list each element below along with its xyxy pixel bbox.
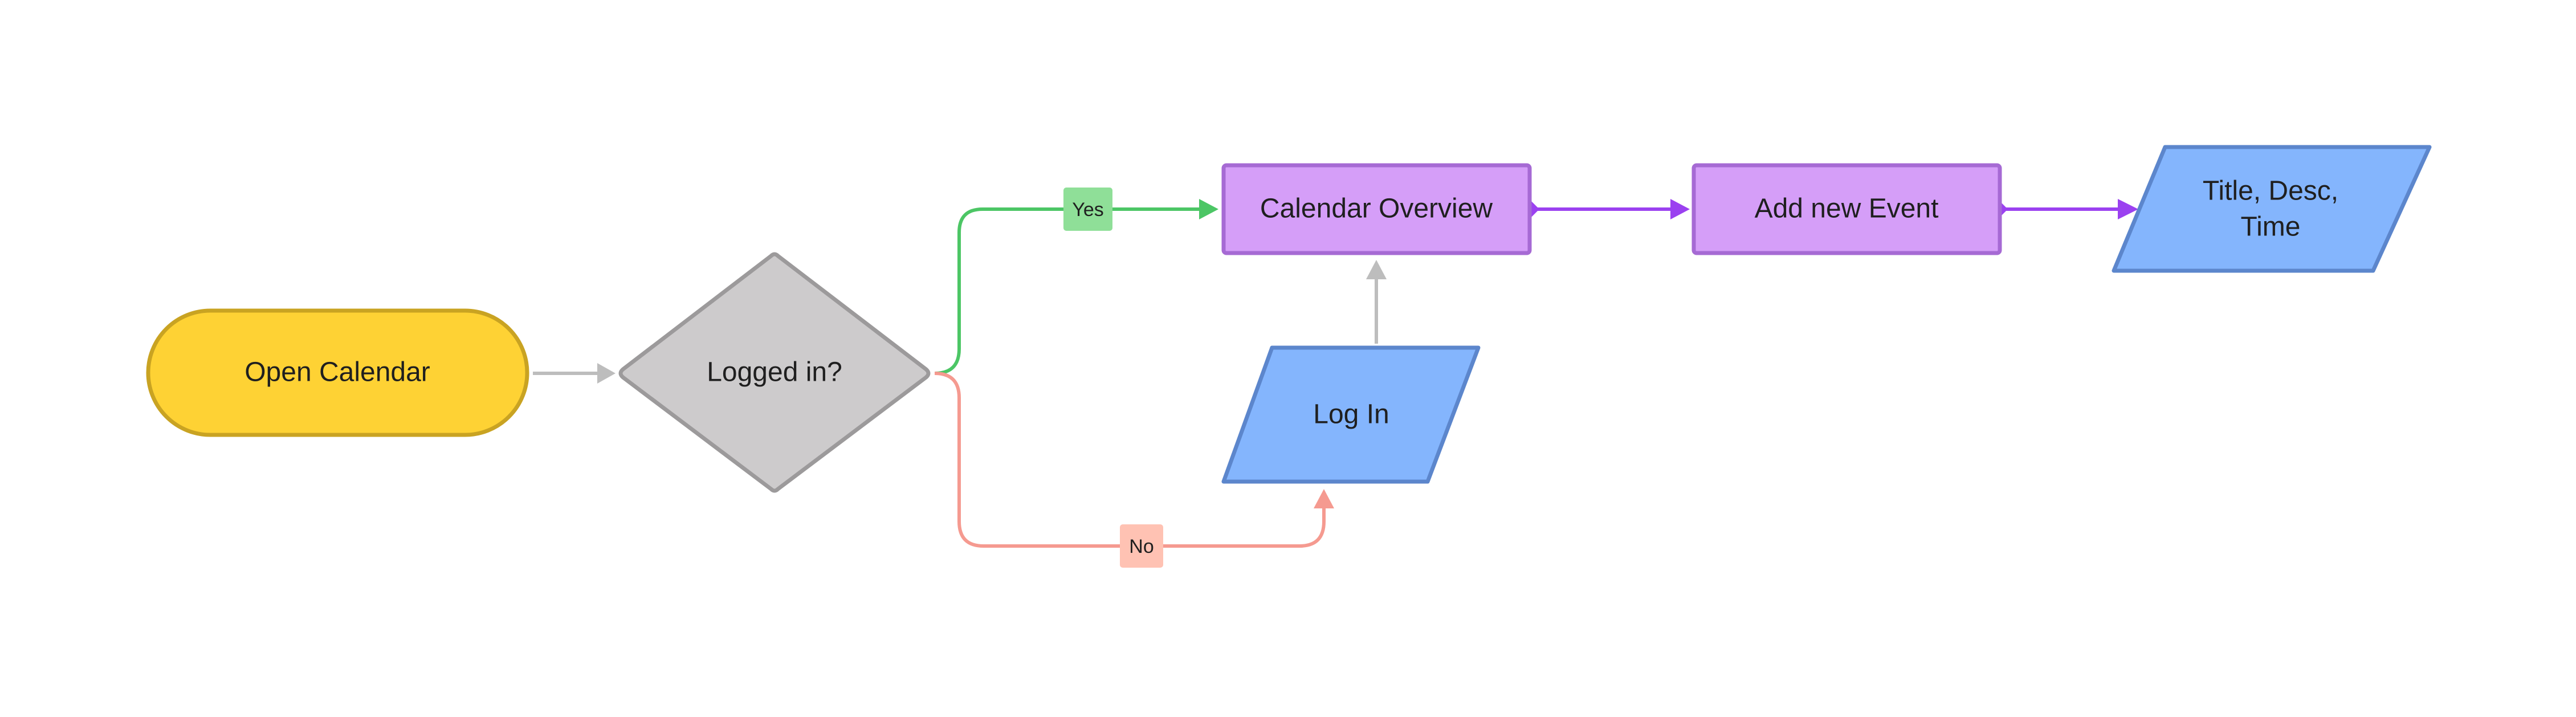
edge-add-event-to-title-desc-time (1991, 199, 2138, 219)
node-label: Open Calendar (244, 357, 430, 388)
no-label: No (1129, 536, 1154, 557)
node-label-line-1: Title, Desc, (2203, 176, 2338, 206)
edge-open-to-logged-in (533, 363, 616, 384)
node-label: Logged in? (707, 357, 842, 388)
arrowhead-icon (1366, 260, 1387, 279)
node-title-desc-time[interactable]: Title, Desc, Time (2112, 145, 2432, 273)
node-label: Add new Event (1755, 194, 1939, 224)
no-badge (1120, 524, 1163, 568)
node-label-line-2: Time (2241, 212, 2301, 242)
node-label: Calendar Overview (1260, 194, 1493, 224)
arrowhead-icon (1314, 489, 1334, 508)
edge-yes-to-calendar-overview: Yes (934, 188, 1218, 375)
edge-no-to-log-in: No (934, 372, 1334, 568)
node-open-calendar[interactable]: Open Calendar (146, 308, 529, 437)
arrowhead-icon (2118, 199, 2138, 219)
edge-overview-to-add-event (1522, 199, 1690, 219)
arrowhead-icon (1670, 199, 1690, 219)
node-log-in[interactable]: Log In (1221, 345, 1481, 484)
yes-badge (1063, 188, 1112, 231)
arrowhead-icon (1199, 199, 1218, 219)
node-calendar-overview[interactable]: Calendar Overview (1221, 163, 1532, 255)
node-logged-in-decision[interactable]: Logged in? (618, 252, 931, 493)
yes-label: Yes (1072, 199, 1103, 221)
node-add-new-event[interactable]: Add new Event (1691, 163, 2002, 255)
arrowhead-icon (597, 363, 616, 384)
node-label: Log In (1313, 400, 1389, 430)
edge-log-in-to-calendar-overview (1366, 260, 1387, 344)
